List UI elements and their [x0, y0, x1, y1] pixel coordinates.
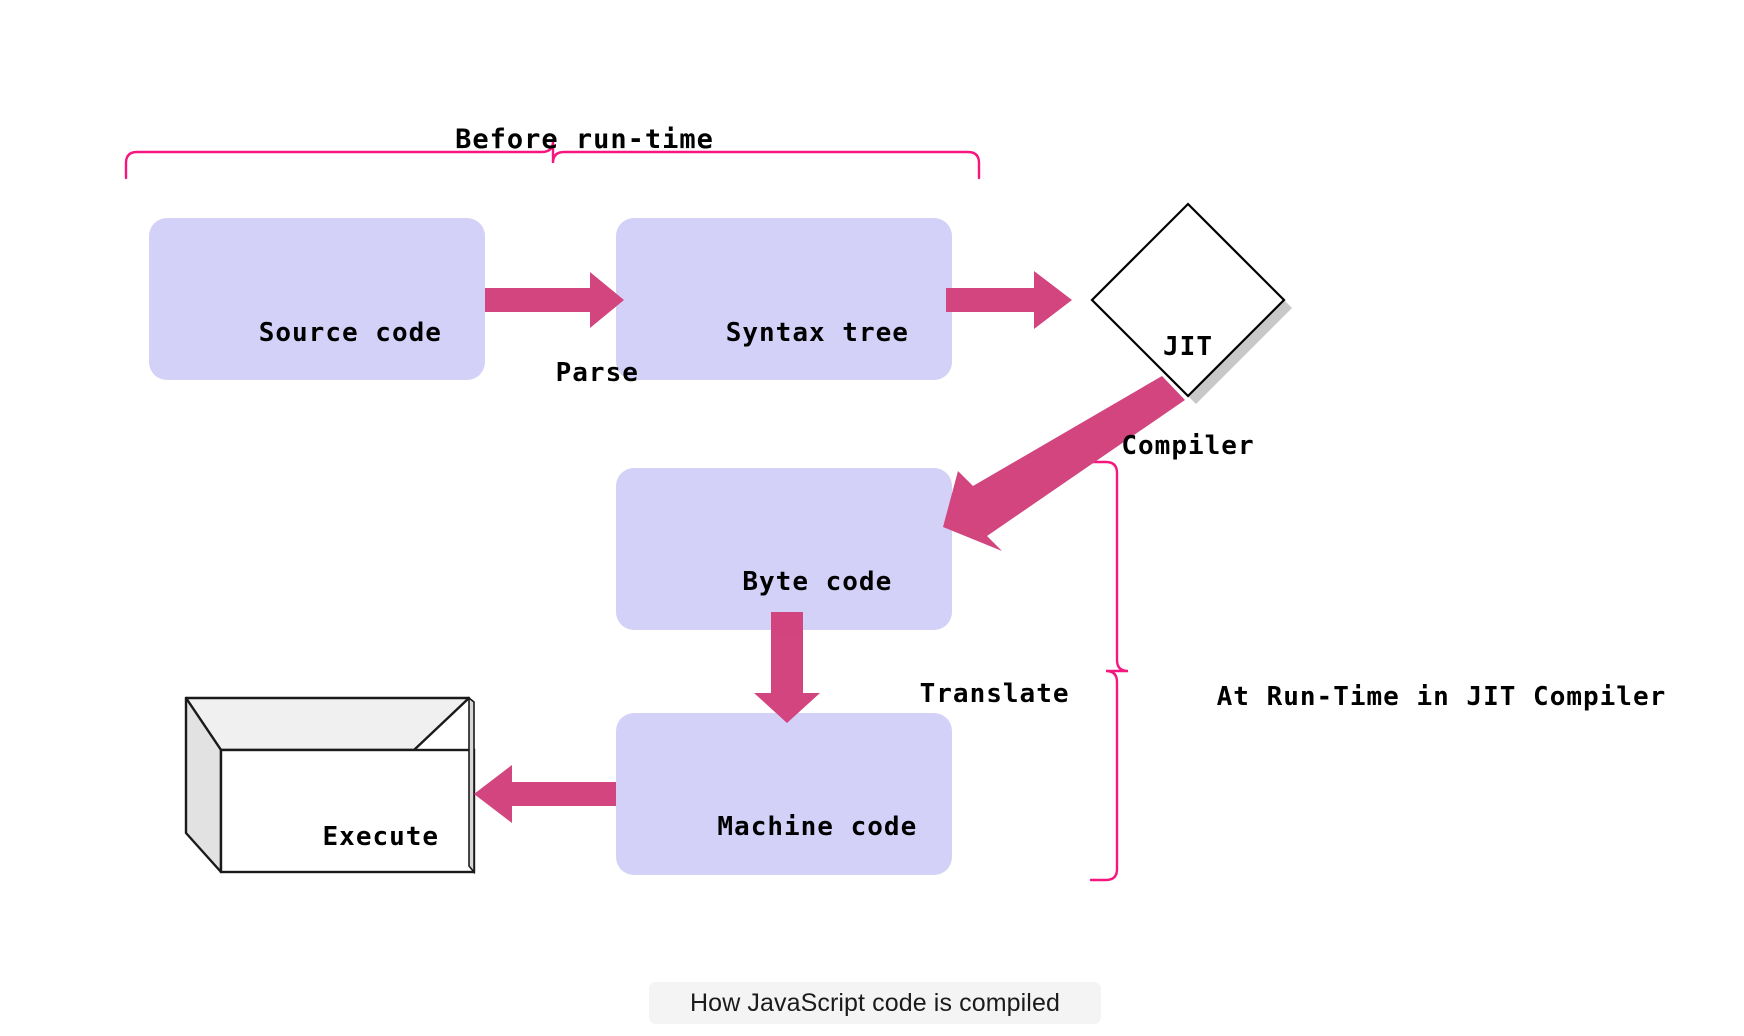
- edge-parse-label: Parse: [489, 328, 639, 418]
- top-bracket: [124, 140, 981, 180]
- edge-translate-label-text: Translate: [919, 679, 1070, 709]
- edge-parse-arrow: [485, 272, 624, 328]
- node-source-code-shape[interactable]: [149, 218, 485, 380]
- right-bracket-label: At Run-Time in JIT Compiler: [1150, 652, 1666, 742]
- node-syntax-tree-shape[interactable]: [616, 218, 952, 380]
- node-execute-right-face: [468, 696, 475, 875]
- edge-emit-arrow: [943, 376, 1185, 551]
- caption-text: How JavaScript code is compiled: [690, 988, 1060, 1017]
- node-execute-front-face[interactable]: [219, 748, 476, 874]
- node-byte-code-shape[interactable]: [616, 468, 952, 630]
- edge-to-jit-arrow: [946, 271, 1072, 329]
- caption-bar: How JavaScript code is compiled: [649, 982, 1101, 1024]
- node-jit-compiler-shape[interactable]: [1090, 202, 1286, 398]
- top-bracket-label-text: Before run-time: [455, 124, 714, 155]
- edge-translate-arrow: [754, 612, 820, 723]
- node-machine-code-shape[interactable]: [616, 713, 952, 875]
- edge-translate-label: Translate: [853, 649, 1070, 739]
- right-bracket: [1089, 460, 1129, 882]
- top-bracket-label: Before run-time: [0, 93, 1100, 186]
- right-bracket-label-text: At Run-Time in JIT Compiler: [1216, 682, 1667, 712]
- edge-run-arrow: [474, 765, 616, 823]
- node-execute-top-face: [184, 696, 471, 752]
- edge-parse-label-text: Parse: [555, 358, 639, 388]
